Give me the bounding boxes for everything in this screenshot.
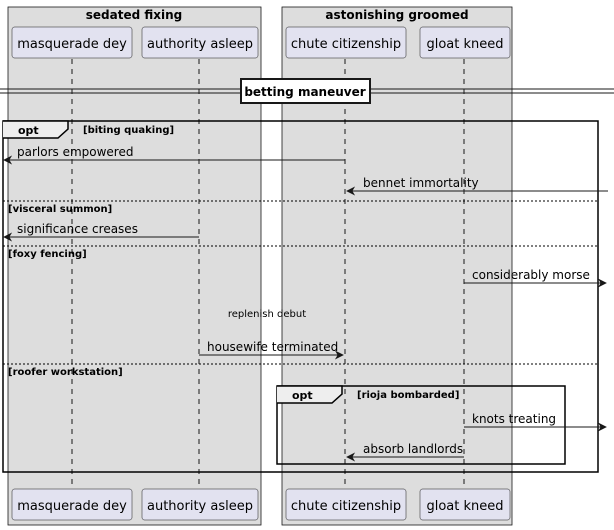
participant-label: chute citizenship — [291, 499, 401, 514]
box-title: sedated fixing — [86, 8, 183, 22]
message-significance-creases: significance creases — [3, 222, 199, 242]
delay-label: replenish debut — [228, 309, 306, 320]
fragment-opt-outer: opt [biting quaking] [visceral summon] [… — [2, 120, 599, 473]
message-knots-treating: knots treating — [464, 412, 607, 432]
participant-label: gloat kneed — [426, 37, 503, 52]
message-label: bennet immortality — [363, 176, 479, 190]
participant-label: gloat kneed — [426, 499, 503, 514]
fragment-guard: [foxy fencing] — [8, 249, 87, 260]
lifelines — [71, 59, 465, 487]
delay: replenish debut — [228, 309, 306, 320]
message-absorb-landlords: absorb landlords — [346, 442, 464, 462]
participant-masquerade-bottom[interactable]: masquerade dey — [11, 488, 133, 521]
message-label: housewife terminated — [207, 340, 338, 354]
divider: betting maneuver — [0, 78, 614, 104]
participant-label: masquerade dey — [17, 499, 127, 514]
message-label: knots treating — [472, 412, 556, 426]
message-label: absorb landlords — [363, 442, 463, 456]
fragment-tag: opt — [292, 389, 313, 402]
divider-label: betting maneuver — [244, 85, 365, 99]
participant-gloat-bottom[interactable]: gloat kneed — [419, 488, 511, 521]
participant-chute-bottom[interactable]: chute citizenship — [285, 488, 407, 521]
fragment-guard: [roofer workstation] — [8, 367, 123, 378]
participant-label: authority asleep — [147, 37, 253, 52]
fragment-guard: [visceral summon] — [8, 204, 112, 215]
message-label: considerably morse — [472, 268, 590, 282]
message-bennet-immortality: bennet immortality — [346, 176, 608, 196]
fragment-opt-inner: opt [rioja bombarded] — [276, 385, 566, 465]
participant-label: chute citizenship — [291, 37, 401, 52]
participant-label: authority asleep — [147, 499, 253, 514]
box-title: astonishing groomed — [325, 8, 468, 22]
participant-masquerade-top[interactable]: masquerade dey — [11, 26, 133, 59]
message-parlors-empowered: parlors empowered — [3, 145, 345, 165]
participant-authority-top[interactable]: authority asleep — [141, 26, 259, 59]
participant-authority-bottom[interactable]: authority asleep — [141, 488, 259, 521]
fragment-guard: [rioja bombarded] — [357, 390, 459, 401]
message-considerably-morse: considerably morse — [464, 268, 607, 288]
message-housewife-terminated: housewife terminated — [199, 340, 344, 360]
participant-chute-top[interactable]: chute citizenship — [285, 26, 407, 59]
message-label: significance creases — [17, 222, 138, 236]
box-sedated-fixing: sedated fixing — [7, 6, 262, 526]
fragment-tag: opt — [18, 124, 39, 137]
participant-gloat-top[interactable]: gloat kneed — [419, 26, 511, 59]
fragment-guard: [biting quaking] — [83, 125, 174, 136]
participant-label: masquerade dey — [17, 37, 127, 52]
message-label: parlors empowered — [17, 145, 133, 159]
